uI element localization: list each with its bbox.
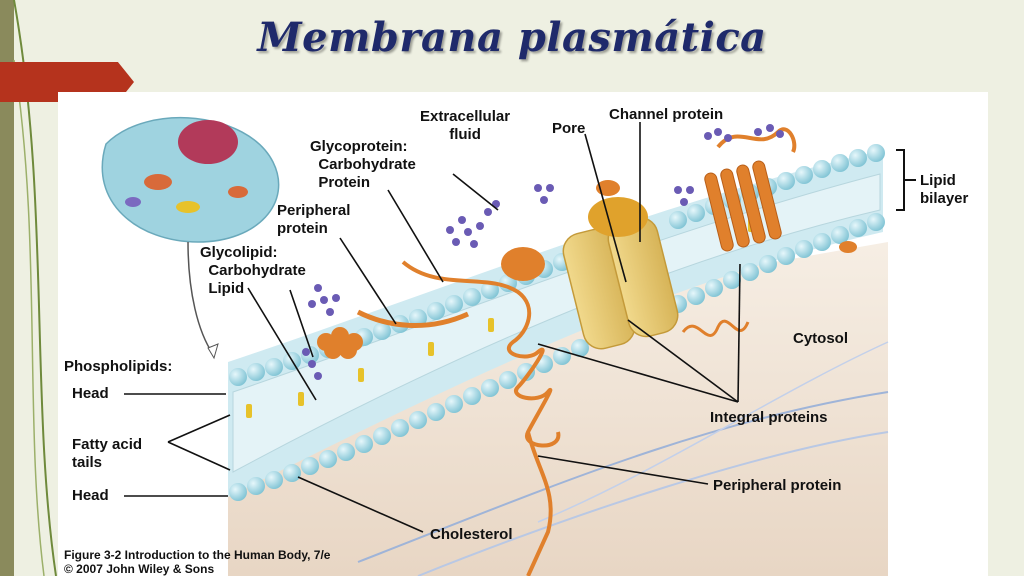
label-phospholipids: Phospholipids:	[64, 358, 173, 375]
label-peripheral-protein-bottom: Peripheral protein	[713, 477, 842, 494]
membrane-illustration	[101, 117, 916, 576]
membrane-figure: Extracellular fluid Pore Channel protein…	[58, 92, 988, 576]
label-channel-protein: Channel protein	[609, 106, 724, 123]
label-glycolipid: Glycolipid: Carbohydrate Lipid	[200, 244, 306, 297]
glycolipid-cluster	[317, 327, 363, 359]
leader-lines	[124, 122, 741, 533]
label-head-bottom: Head	[72, 487, 109, 504]
label-cholesterol: Cholesterol	[430, 526, 513, 543]
label-lipid-bilayer: Lipid bilayer	[920, 172, 969, 207]
figure-caption-line2: © 2007 John Wiley & Sons	[64, 562, 215, 576]
label-extracellular-fluid: Extracellular fluid	[420, 108, 511, 143]
cytosol-region	[228, 242, 888, 576]
left-accent-bar	[0, 0, 14, 576]
label-integral-proteins: Integral proteins	[710, 409, 828, 426]
channel-protein-shape	[562, 197, 679, 350]
label-peripheral-protein-top: Peripheral protein	[277, 202, 351, 237]
label-fatty-acid-tails: Fatty acid tails	[72, 436, 143, 471]
glycoprotein-chain	[401, 260, 561, 576]
carbohydrate-chains	[302, 124, 784, 380]
peripheral-protein-top-chain	[356, 309, 470, 329]
label-head-top: Head	[72, 385, 109, 402]
cell-thumbnail	[101, 117, 280, 243]
figure-caption-line1: Figure 3-2 Introduction to the Human Bod…	[64, 548, 331, 562]
label-glycoprotein: Glycoprotein: Carbohydrate Protein	[310, 138, 416, 191]
label-pore: Pore	[552, 120, 586, 137]
inner-head-row	[229, 213, 885, 501]
label-cytosol: Cytosol	[793, 330, 849, 347]
integral-helix-protein	[704, 160, 782, 252]
slide-title: Membrana plasmática	[257, 14, 767, 61]
peripheral-protein-blob	[501, 247, 545, 281]
cholesterol-molecules	[246, 218, 754, 418]
